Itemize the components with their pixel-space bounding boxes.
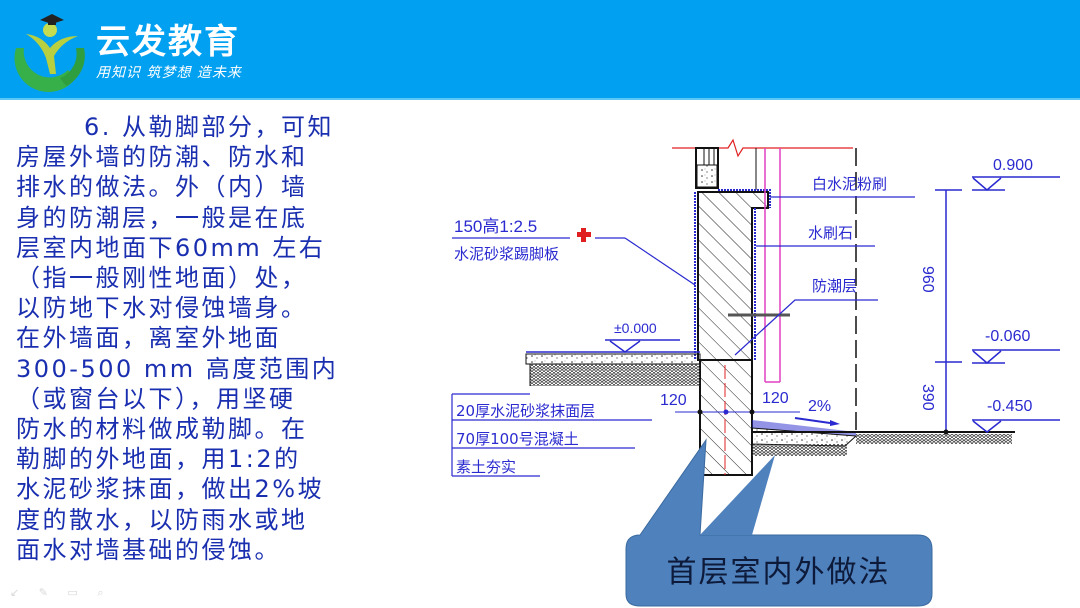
dimension-120-left: 120 [660, 392, 687, 409]
slideshow-control-icons[interactable]: ↙ ✎ ▭ ⌕ [10, 586, 112, 599]
elevation-0900: 0.900 [993, 157, 1034, 174]
white-cement-label: 白水泥粉刷 [812, 175, 888, 193]
text-line: 排水的做法。外（内）墙 [16, 173, 308, 202]
elevation-neg060: -0.060 [985, 328, 1031, 345]
text-line: 勒脚的外地面，用1:2的 [16, 445, 301, 474]
granite-plaster-label: 水刷石 [808, 224, 854, 242]
text-line: 以防地下水对侵蚀墙身。 [16, 294, 308, 323]
logo-icon [14, 14, 85, 93]
text-line: 身的防潮层，一般是在底 [16, 203, 308, 232]
text-line: 房屋外墙的防潮、防水和 [16, 143, 308, 172]
red-cross-marker [577, 228, 591, 242]
callout-bubble [625, 438, 933, 607]
slideshow-controls[interactable]: ↙ ✎ ▭ ⌕ [10, 586, 111, 600]
text-line: （或窗台以下），用坚硬 [16, 384, 296, 413]
floor-layer-2: 70厚100号混凝土 [456, 430, 579, 448]
brand-slogan: 用知识 筑梦想 造未来 [96, 65, 242, 81]
elevation-000: ±0.000 [614, 320, 657, 336]
callout-label: 首层室内外做法 [666, 555, 891, 590]
text-line: 水泥砂浆抹面，做出2%坡 [16, 475, 325, 504]
elevation-neg450: -0.450 [987, 398, 1033, 415]
brand-name: 云发教育 [96, 22, 240, 62]
dimension-390: 390 [919, 384, 936, 411]
floor-layer-3: 素土夯实 [456, 458, 517, 476]
text-line: 层室内地面下60mm 左右 [16, 233, 326, 262]
text-line: 防水的材料做成勒脚。在 [16, 415, 308, 444]
dimension-120-right: 120 [762, 390, 789, 407]
explanation-text: 6. 从勒脚部分，可知 房屋外墙的防潮、防水和 排水的做法。外（内）墙 身的防潮… [16, 112, 386, 565]
dimension-960: 960 [919, 266, 936, 293]
text-line: 度的散水，以防雨水或地 [16, 505, 308, 534]
dpc-label: 防潮层 [812, 277, 858, 295]
text-line: （指一般刚性地面）处， [16, 264, 308, 293]
header-banner: 云发教育 用知识 筑梦想 造未来 [0, 0, 1080, 100]
text-line: 在外墙面，离室外地面 [16, 324, 281, 353]
floor-layer-1: 20厚水泥砂浆抹面层 [456, 402, 596, 420]
skirting-material-label: 水泥砂浆踢脚板 [454, 245, 560, 263]
text-line: 300-500 mm 高度范围内 [16, 354, 339, 383]
slope-label: 2% [808, 398, 832, 415]
text-line: 6. 从勒脚部分，可知 [84, 113, 335, 141]
skirting-spec-label: 150高1:2.5 [454, 217, 538, 236]
text-line: 面水对墙基础的侵蚀。 [16, 535, 281, 564]
